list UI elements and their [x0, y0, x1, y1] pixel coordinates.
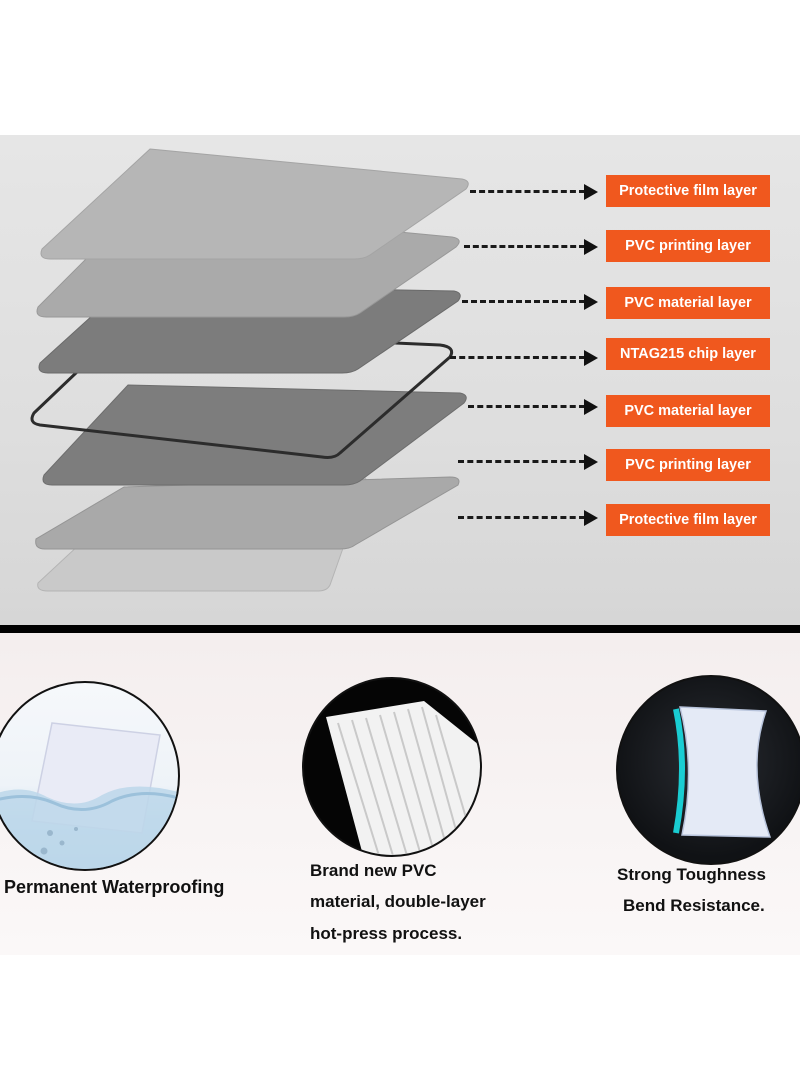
layer-label-pvc-printing-bottom: PVC printing layer	[606, 449, 770, 481]
bent-card-icon	[673, 706, 772, 838]
feature-line: Permanent Waterproofing	[4, 877, 225, 897]
layer-label-protective-film-bottom: Protective film layer	[606, 504, 770, 536]
feature-line: Strong Toughness	[617, 865, 766, 884]
arrow-line	[468, 405, 585, 408]
feature-line: Brand new PVC	[310, 861, 437, 880]
layer-label-pvc-printing-top: PVC printing layer	[606, 230, 770, 262]
arrow-line	[470, 190, 585, 193]
section-divider	[0, 625, 800, 633]
feature-line: hot-press process.	[310, 923, 463, 943]
feature-pvc-text: Brand new PVC material, double-layer hot…	[310, 855, 486, 949]
layer-label-pvc-material-upper: PVC material layer	[606, 287, 770, 319]
feature-line: material, double-layer	[310, 892, 486, 912]
layer-pvc-printing-bottom	[35, 476, 460, 550]
layer-protective-film-top	[40, 148, 469, 260]
arrow-head-icon	[584, 350, 598, 366]
arrow-head-icon	[584, 184, 598, 200]
layer-label-protective-film-top: Protective film layer	[606, 175, 770, 207]
feature-section: Permanent Waterproofing Brand new PVC ma…	[0, 633, 800, 955]
arrow-head-icon	[584, 510, 598, 526]
arrow-head-icon	[584, 294, 598, 310]
layer-diagram: Protective film layer PVC printing layer…	[0, 135, 800, 625]
layer-pvc-material-lower	[42, 384, 467, 486]
toughness-image	[616, 675, 800, 865]
arrow-line	[462, 300, 585, 303]
feature-toughness-text: Strong Toughness Bend Resistance.	[617, 859, 800, 922]
layer-label-pvc-material-lower: PVC material layer	[606, 395, 770, 427]
water-splash-icon	[0, 722, 178, 869]
arrow-line	[458, 516, 585, 519]
layer-label-ntag215-chip: NTAG215 chip layer	[606, 338, 770, 370]
arrow-head-icon	[584, 239, 598, 255]
arrow-line	[464, 245, 585, 248]
waterproof-image	[0, 681, 180, 871]
card-stack-illustration	[30, 148, 469, 592]
pvc-material-image	[302, 677, 482, 857]
pvc-card-stack-icon	[326, 701, 480, 855]
arrow-head-icon	[584, 399, 598, 415]
arrow-head-icon	[584, 454, 598, 470]
layer-ntag215-chip	[30, 329, 454, 459]
arrow-line	[458, 460, 585, 463]
feature-line: Bend Resistance.	[623, 896, 765, 916]
arrow-line	[450, 356, 585, 359]
feature-waterproofing-text: Permanent Waterproofing	[4, 871, 224, 904]
